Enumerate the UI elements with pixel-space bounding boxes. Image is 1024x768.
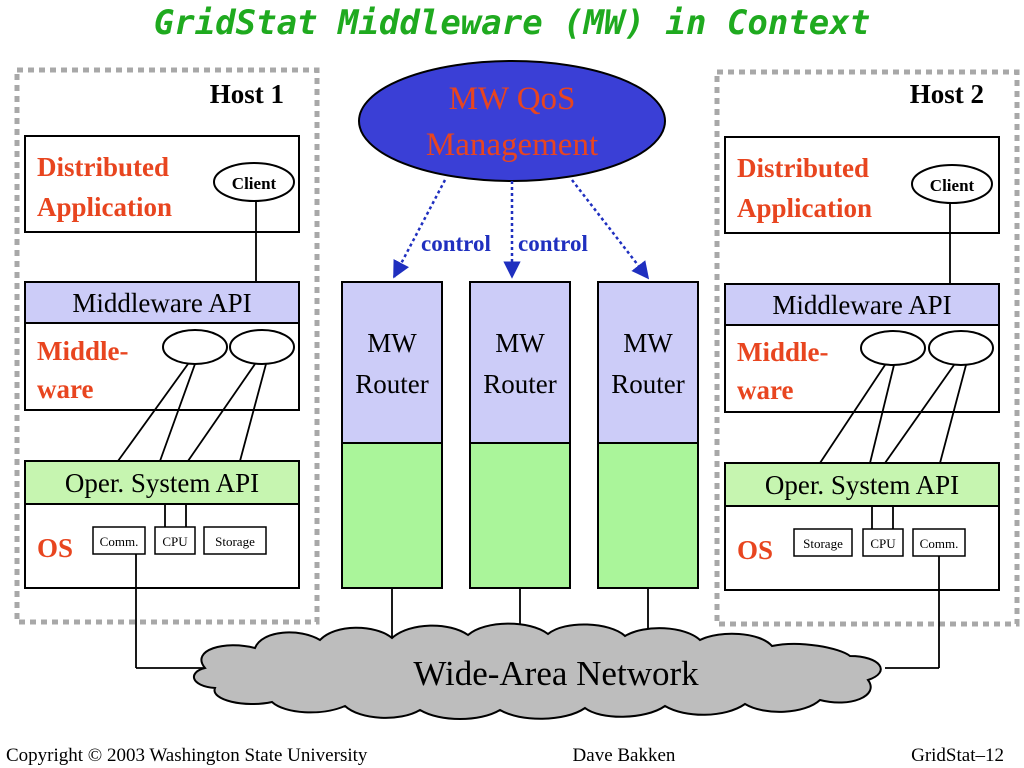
host-1-middleware-api	[24, 281, 300, 324]
host-1-resource-comm	[92, 526, 146, 555]
host-1-connectors	[117, 201, 267, 669]
host-1-client-label: Client	[232, 174, 277, 193]
host-2-resource-comm-label: Comm.	[920, 536, 959, 551]
host-2-mw-component-2	[928, 330, 994, 366]
host-1-os-api	[24, 460, 300, 505]
control-label-1: control	[421, 231, 491, 256]
router-1-line2: Router	[355, 369, 429, 399]
host-2-resource-storage-label: Storage	[803, 536, 843, 551]
host-2-resource-comm	[912, 528, 966, 557]
host-1-boundary	[14, 67, 320, 625]
host-1-client-ellipse	[213, 162, 295, 202]
footer-author: Dave Bakken	[573, 745, 676, 766]
host-2-client-ellipse	[911, 164, 993, 204]
host-2-label: Host 2	[910, 79, 984, 109]
router-2: MW Router	[469, 281, 571, 589]
host-1: Host 1 Distributed Application Client Mi…	[14, 67, 320, 669]
host-2-os-label: OS	[737, 535, 773, 565]
host-1-mw-component-2	[229, 329, 295, 365]
host-2-mw-component-1	[860, 330, 926, 366]
host-1-os-api-label: Oper. System API	[65, 468, 259, 498]
wide-area-network: Wide-Area Network	[193, 622, 882, 720]
host-2-os-api-label: Oper. System API	[765, 470, 959, 500]
host-1-middleware-line1: Middle-	[37, 336, 129, 366]
footer-copyright: Copyright © 2003 Washington State Univer…	[6, 745, 368, 766]
qos-management: MW QoS Management	[358, 60, 666, 182]
router-2-bottom	[469, 442, 571, 589]
router-3-top	[597, 281, 699, 444]
router-1-bottom	[341, 442, 443, 589]
host-2-os-api	[724, 462, 1000, 507]
qos-management-line1: MW QoS	[449, 81, 576, 117]
control-arrow-1	[392, 179, 447, 279]
host-2-boundary	[714, 69, 1020, 627]
router-2-line1: MW	[495, 328, 545, 358]
router-1-line1: MW	[367, 328, 417, 358]
control-label-2: control	[518, 231, 588, 256]
host-2-resource-cpu-label: CPU	[870, 536, 896, 551]
router-2-top	[469, 281, 571, 444]
router-3-line2: Router	[611, 369, 685, 399]
router-1: MW Router	[341, 281, 443, 589]
host-1-app-line2: Application	[37, 192, 172, 222]
control-arrows	[392, 179, 650, 280]
host-1-resource-comm-label: Comm.	[100, 534, 139, 549]
host-2-middleware-line1: Middle-	[737, 337, 829, 367]
host-1-middleware-api-label: Middleware API	[72, 288, 251, 318]
host-1-resource-cpu-label: CPU	[162, 534, 188, 549]
host-2-app-line2: Application	[737, 193, 872, 223]
host-2-resource-storage	[793, 528, 853, 557]
qos-management-ellipse	[358, 60, 666, 182]
host-2-middleware-api-label: Middleware API	[772, 290, 951, 320]
host-2: Host 2 Distributed Application Client Mi…	[714, 69, 1020, 669]
router-3-line1: MW	[623, 328, 673, 358]
host-2-app-line1: Distributed	[737, 153, 869, 183]
host-2-connectors	[819, 203, 967, 669]
host-2-middleware-line2: ware	[737, 375, 793, 405]
router-1-top	[341, 281, 443, 444]
host-1-os-label: OS	[37, 533, 73, 563]
network-label: Wide-Area Network	[413, 654, 699, 693]
control-arrow-3	[571, 179, 650, 280]
host-1-middleware-line2: ware	[37, 374, 93, 404]
host-1-resource-storage-label: Storage	[215, 534, 255, 549]
qos-management-line2: Management	[426, 127, 598, 163]
host-2-client-label: Client	[930, 176, 975, 195]
page-title: GridStat Middleware (MW) in Context	[154, 3, 870, 43]
network-cloud-shape	[193, 622, 882, 720]
host-1-label: Host 1	[210, 79, 284, 109]
host-2-middleware-api	[724, 283, 1000, 326]
footer-page: GridStat–12	[911, 745, 1004, 766]
host-1-resource-cpu	[154, 526, 196, 555]
host-1-resource-storage	[203, 526, 267, 555]
host-2-resource-cpu	[862, 528, 904, 557]
router-2-line2: Router	[483, 369, 557, 399]
router-3-bottom	[597, 442, 699, 589]
router-3: MW Router	[597, 281, 699, 589]
host-1-mw-component-1	[162, 329, 228, 365]
host-1-app-line1: Distributed	[37, 152, 169, 182]
